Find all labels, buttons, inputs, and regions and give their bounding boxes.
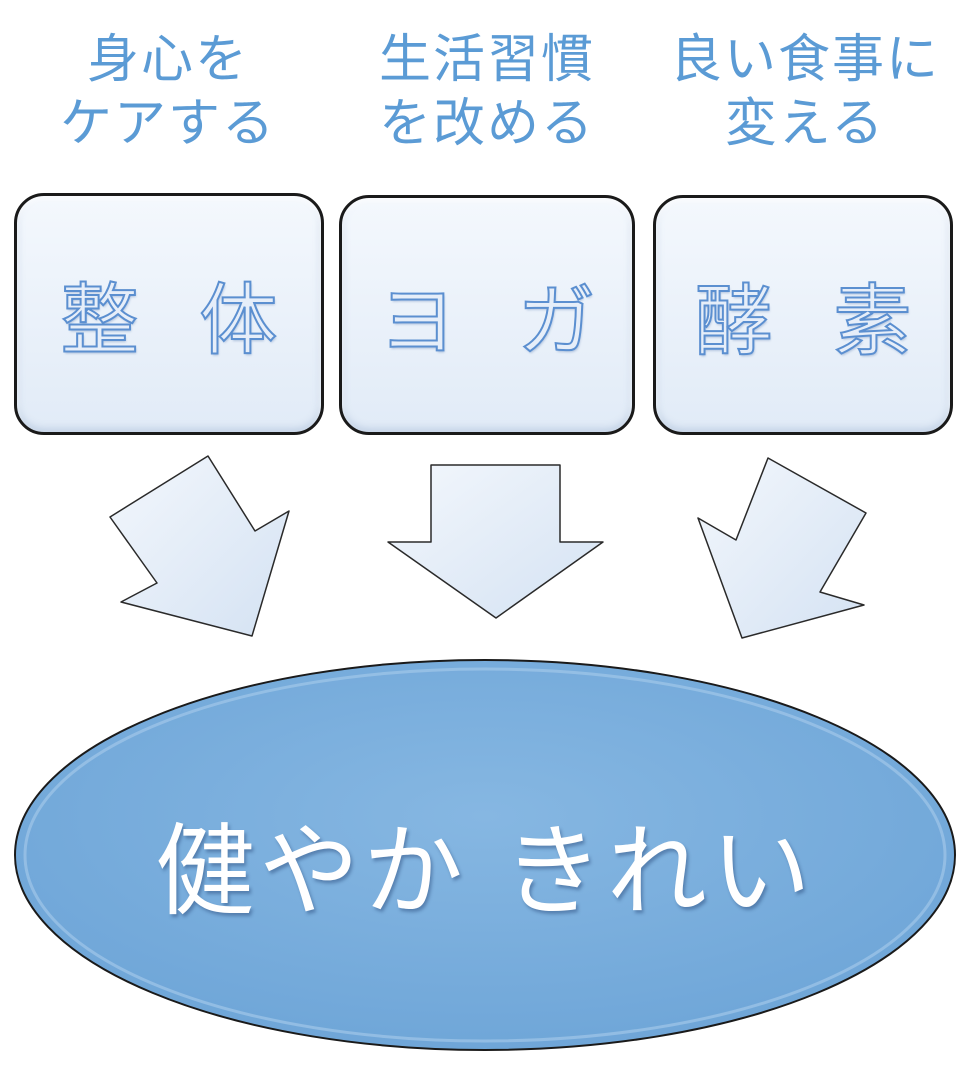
caption-1-line-1: 身心を: [86, 30, 249, 90]
caption-2-line-1: 生活習慣: [378, 30, 595, 90]
caption-3: 良い食事に 変える: [655, 28, 955, 156]
result-label: 健やか きれい: [155, 813, 815, 930]
caption-3-line-2: 変える: [724, 94, 886, 154]
box-yoga-label: ヨ ガ: [378, 276, 614, 368]
caption-2: 生活習慣 を改める: [337, 28, 637, 156]
result-ellipse: [14, 659, 956, 1051]
caption-3-line-1: 良い食事に: [669, 30, 940, 90]
box-seitai-label: 整 体: [60, 275, 296, 367]
caption-1-line-2: ケアする: [59, 94, 276, 154]
result-ellipse-highlight: [23, 667, 947, 1043]
arrow-left: [109, 455, 290, 637]
caption-2-line-2: を改める: [378, 94, 595, 154]
box-seitai: 整 体: [14, 193, 324, 435]
box-yoga: ヨ ガ: [339, 195, 635, 435]
arrow-center: [387, 464, 604, 619]
arrow-right: [697, 457, 867, 639]
box-kouso: 酵 素: [653, 195, 953, 435]
caption-1: 身心を ケアする: [18, 28, 318, 156]
box-kouso-label: 酵 素: [694, 276, 930, 368]
